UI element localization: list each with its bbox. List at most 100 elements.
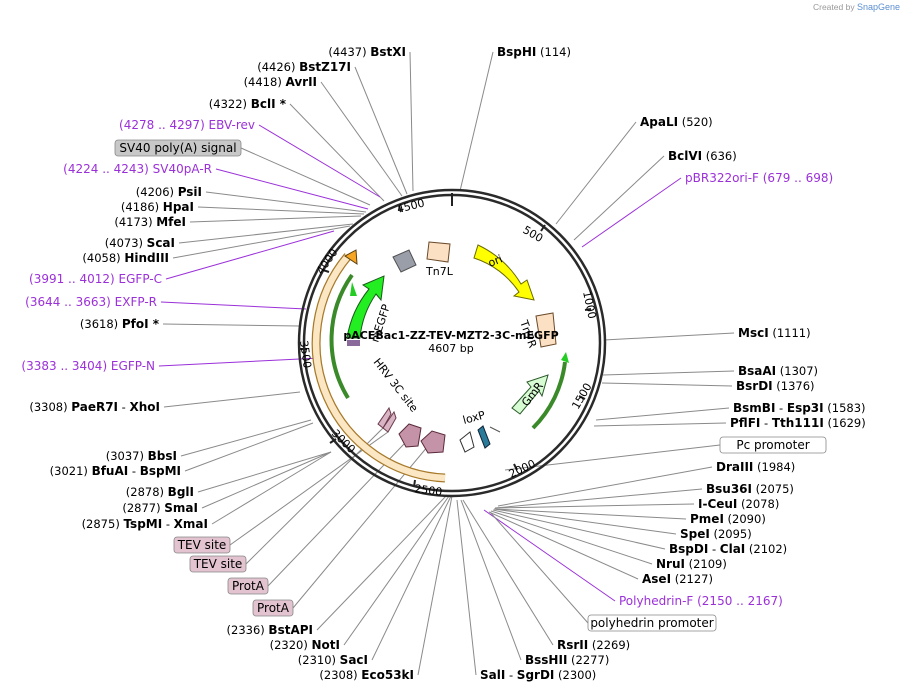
gray-feature[interactable] (392, 249, 417, 273)
enzyme-site-avrii[interactable]: (4418) AvrII (244, 75, 317, 89)
loxp-label: loxP (461, 408, 487, 426)
enzyme-site-iceui[interactable]: I-CeuI (2078) (698, 497, 779, 511)
feature-box-sv40-poly-a-signal-0[interactable]: SV40 poly(A) signal (114, 139, 242, 157)
enzyme-name: BstAPI (268, 623, 313, 637)
feature-box-tev-site-1[interactable]: TEV site (173, 536, 231, 554)
enzyme-site-noti[interactable]: (2320) NotI (270, 638, 340, 652)
enzyme-site-hindiii[interactable]: (4058) HindIII (82, 251, 169, 265)
enzyme-site-saci[interactable]: (2310) SacI (298, 653, 368, 667)
enzyme-site-draiii[interactable]: DraIII (1984) (716, 460, 795, 474)
connector-line (163, 391, 301, 408)
site-position: (2269) (588, 638, 630, 652)
enzyme-site-bspdi[interactable]: BspDI - ClaI (2102) (669, 542, 787, 556)
primer-exfp-r[interactable]: (3644 .. 3663) EXFP-R (25, 295, 157, 309)
enzyme-name: ApaLI (640, 115, 678, 129)
connector-line (215, 168, 369, 210)
gmr-feature[interactable] (511, 374, 549, 415)
enzyme-site-bsmbi[interactable]: BsmBI - Esp3I (1583) (733, 401, 866, 415)
enzyme-site-bsaai[interactable]: BsaAI (1307) (738, 364, 818, 378)
site-position: (1376) (773, 379, 815, 393)
enzyme-site-bfuai[interactable]: (3021) BfuAI - BspMI (50, 464, 181, 478)
enzyme-site-scai[interactable]: (4073) ScaI (105, 236, 175, 250)
site-position: (4173) (114, 215, 156, 229)
feature-box-prota-3[interactable]: ProtA (227, 577, 269, 595)
enzyme-site-bstxi[interactable]: (4437) BstXI (328, 45, 406, 59)
enzyme-site-bgli[interactable]: (2878) BglI (126, 485, 194, 499)
enzyme-site-pmei[interactable]: PmeI (2090) (690, 512, 766, 526)
enzyme-name: RsrII (557, 638, 588, 652)
enzyme-site-eco53ki[interactable]: (2308) Eco53kI (319, 668, 414, 682)
connector-line (488, 511, 639, 580)
enzyme-site-bclvi[interactable]: BclVI (636) (668, 149, 737, 163)
connector-line (158, 357, 321, 367)
connector-line (555, 121, 637, 225)
connector-line (229, 431, 389, 546)
enzyme-site-bsrdi[interactable]: BsrDI (1376) (736, 379, 815, 393)
enzyme-site-rsrii[interactable]: RsrII (2269) (557, 638, 630, 652)
enzyme-site-bstapi[interactable]: (2336) BstAPI (227, 623, 313, 637)
enzyme-site-nrui[interactable]: NruI (2109) (656, 557, 727, 571)
loxp-feature[interactable] (477, 425, 491, 449)
site-position: (2095) (710, 527, 752, 541)
feature-box-tev-site-2[interactable]: TEV site (189, 555, 247, 573)
connector-line (497, 466, 713, 507)
green-arc-left (329, 273, 354, 400)
svg-text:ProtA: ProtA (257, 601, 290, 615)
tn7l-feature[interactable] (426, 241, 451, 263)
connector-line (462, 499, 554, 646)
tick-marks (300, 193, 592, 488)
tn7r-feature[interactable] (535, 312, 557, 348)
enzyme-site-mfei[interactable]: (4173) MfeI (114, 215, 186, 229)
enzyme-site-spei[interactable]: SpeI (2095) (680, 527, 752, 541)
enzyme-site-smai[interactable]: (2877) SmaI (122, 501, 198, 515)
feature-box-polyhedrin-promoter[interactable]: polyhedrin promoter (587, 614, 717, 632)
prota-arrow-2[interactable] (420, 430, 446, 454)
connector-line (460, 499, 522, 661)
enzyme-name: BssHII (525, 653, 567, 667)
connector-line (178, 223, 354, 244)
enzyme-site-bbsi[interactable]: (3037) BbsI (106, 449, 177, 463)
enzyme-site-bsshii[interactable]: BssHII (2277) (525, 653, 609, 667)
enzyme-site-tspmi[interactable]: (2875) TspMI - XmaI (82, 517, 208, 531)
enzyme-site-asei[interactable]: AseI (2127) (642, 572, 713, 586)
svg-text:I-CeuI (2078): I-CeuI (2078) (698, 497, 779, 511)
primer-egfp-c[interactable]: (3991 .. 4012) EGFP-C (29, 272, 162, 286)
feature-box-pc-promoter[interactable]: Pc promoter (719, 436, 827, 454)
enzyme-site-bstz17i[interactable]: (4426) BstZ17I (257, 60, 351, 74)
prota-arrow-1[interactable] (398, 423, 422, 448)
connector-line (490, 510, 653, 565)
enzyme-name: BstZ17I (299, 60, 351, 74)
feature-box-prota-4[interactable]: ProtA (252, 599, 294, 617)
enzyme-site-paer7i[interactable]: (3308) PaeR7I - XhoI (29, 400, 160, 414)
enzyme-site-bcli[interactable]: (4322) BclI * (209, 97, 287, 111)
svg-text:Bsu36I (2075): Bsu36I (2075) (706, 482, 794, 496)
enzyme-site-bsu36i[interactable]: Bsu36I (2075) (706, 482, 794, 496)
enzyme-site-bsphi[interactable]: BspHI (114) (497, 45, 571, 59)
enzyme-site-apali[interactable]: ApaLI (520) (640, 115, 713, 129)
svg-text:(4206) PsiI: (4206) PsiI (136, 185, 202, 199)
ori-feature[interactable] (473, 244, 535, 301)
ori-label: ori (486, 252, 504, 269)
tev-arrow-2[interactable] (377, 406, 392, 429)
svg-text:(3021) BfuAI - BspMI: (3021) BfuAI - BspMI (50, 464, 181, 478)
primer-ebv-rev[interactable]: (4278 .. 4297) EBV-rev (119, 118, 255, 132)
enzyme-site-hpai[interactable]: (4186) HpaI (121, 200, 194, 214)
svg-text:BsrDI (1376): BsrDI (1376) (736, 379, 815, 393)
primer-pbr322ori-f[interactable]: pBR322ori-F (679 .. 698) (685, 171, 833, 185)
enzyme-site-pflfi[interactable]: PflFI - Tth111I (1629) (730, 416, 866, 430)
enzyme-site-psii[interactable]: (4206) PsiI (136, 185, 202, 199)
site-position: (2090) (724, 512, 766, 526)
primer-polyhedrin-f[interactable]: Polyhedrin-F (2150 .. 2167) (619, 594, 783, 608)
site-position: (4437) (328, 45, 370, 59)
svg-text:PmeI (2090): PmeI (2090) (690, 512, 766, 526)
site-position: (2277) (567, 653, 609, 667)
plasmid-name: pACEBac1-ZZ-TEV-MZT2-3C-mEGFP (343, 329, 558, 342)
primer-egfp-n[interactable]: (3383 .. 3404) EGFP-N (21, 359, 155, 373)
enzyme-site-pfoi[interactable]: (3618) PfoI * (80, 317, 160, 331)
primer-sv40pa-r[interactable]: (4224 .. 4243) SV40pA-R (63, 162, 212, 176)
tev-arrow-1[interactable] (382, 410, 397, 433)
enzyme-site-msci[interactable]: MscI (1111) (738, 326, 811, 340)
megfp-feature[interactable] (346, 275, 385, 339)
svg-text:(4437) BstXI: (4437) BstXI (328, 45, 406, 59)
enzyme-site-sali[interactable]: SalI - SgrDI (2300) (480, 668, 596, 682)
